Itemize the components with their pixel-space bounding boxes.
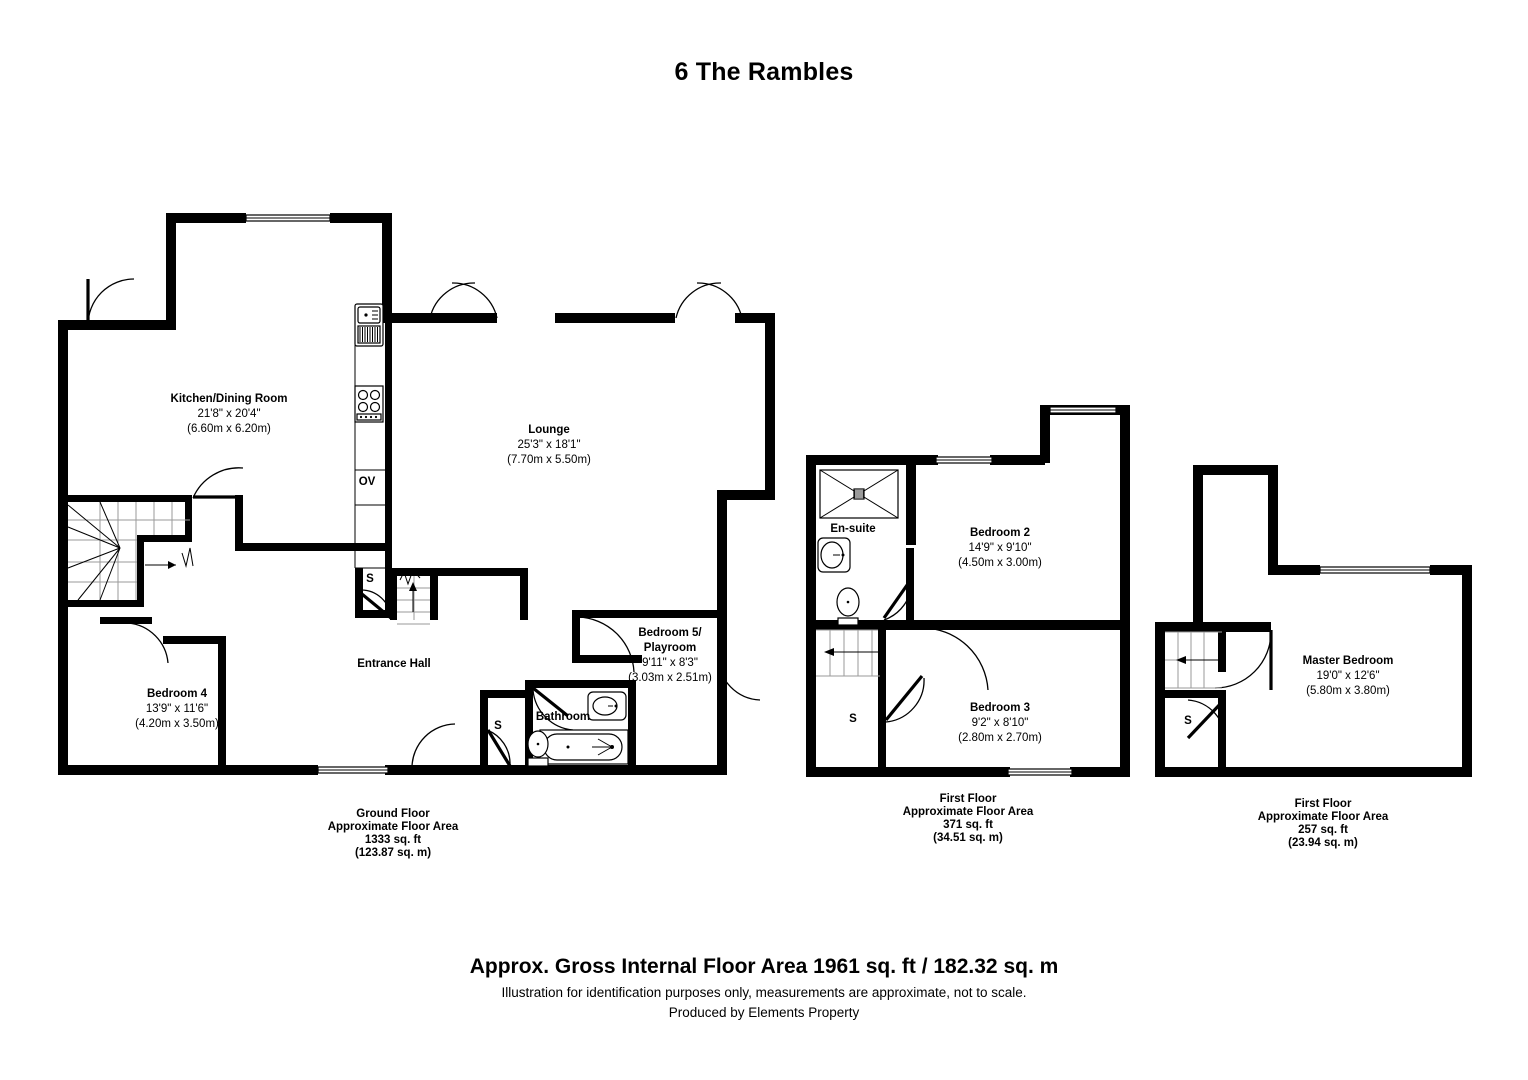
room-label-bedroom2: Bedroom 2 <box>970 527 1030 539</box>
first-floor-right-walls <box>1155 465 1472 777</box>
room-dim-bedroom4-metric: (4.20m x 3.50m) <box>135 718 219 730</box>
tag-store-hall: S <box>366 573 374 585</box>
room-label-bathroom: Bathroom <box>536 711 590 723</box>
washer-drum-icon <box>357 325 381 344</box>
staircase-ground-hall <box>397 569 430 625</box>
room-dim-bedroom2-imperial: 14'9" x 9'10" <box>968 542 1031 554</box>
room-dim-kitchen-metric: (6.60m x 6.20m) <box>187 423 271 435</box>
ensuite-fixtures <box>817 469 899 626</box>
staircase-first-right <box>1165 631 1222 689</box>
room-dim-master-imperial: 19'0" x 12'6" <box>1316 670 1379 682</box>
tag-store-first-left: S <box>849 713 857 725</box>
room-dim-lounge-metric: (7.70m x 5.50m) <box>507 454 591 466</box>
staircase-first-left <box>816 629 880 677</box>
room-dim-bedroom3-imperial: 9'2" x 8'10" <box>972 717 1029 729</box>
ground-floor-walls <box>58 213 775 775</box>
producer-text: Produced by Elements Property <box>668 1005 860 1020</box>
room-label-master-bedroom: Master Bedroom <box>1303 655 1394 667</box>
first-right-area-line1: First Floor <box>1295 798 1352 810</box>
hob-icon <box>354 385 384 423</box>
room-dim-bedroom3-metric: (2.80m x 2.70m) <box>958 732 1042 744</box>
room-label-bedroom5-line2: Playroom <box>644 642 696 654</box>
staircase-ground-winder <box>67 501 194 601</box>
ground-floor-labels: Kitchen/Dining Room 21'8" x 20'4" (6.60m… <box>135 393 712 732</box>
room-label-ensuite: En-suite <box>830 523 875 535</box>
tag-oven: OV <box>359 476 376 488</box>
bathtub-icon <box>539 729 629 765</box>
shower-icon <box>819 469 899 519</box>
bathroom-fixtures <box>527 691 629 767</box>
room-label-entrance-hall: Entrance Hall <box>357 658 431 670</box>
first-floor-right-doors <box>1186 630 1273 743</box>
first-left-area-sqm: (34.51 sq. m) <box>933 832 1003 844</box>
toilet-icon-ensuite <box>836 587 860 626</box>
first-floor-left-area-block: First Floor Approximate Floor Area 371 s… <box>903 793 1034 844</box>
page-title: 6 The Rambles <box>674 58 854 86</box>
first-floor-right-labels: Master Bedroom 19'0" x 12'6" (5.80m x 3.… <box>1184 655 1393 727</box>
room-dim-master-metric: (5.80m x 3.80m) <box>1306 685 1390 697</box>
first-floor-right-plan: Master Bedroom 19'0" x 12'6" (5.80m x 3.… <box>1155 465 1472 849</box>
room-dim-bedroom5-imperial: 9'11" x 8'3" <box>642 657 698 669</box>
first-floor-left-walls <box>806 405 1130 777</box>
ground-floor-plan: Kitchen/Dining Room 21'8" x 20'4" (6.60m… <box>58 213 775 859</box>
ground-area-sqft: 1333 sq. ft <box>365 834 421 846</box>
disclaimer-text: Illustration for identification purposes… <box>501 985 1027 1000</box>
first-floor-left-plan: En-suite Bedroom 2 14'9" x 9'10" (4.50m … <box>806 405 1130 844</box>
room-label-lounge: Lounge <box>528 424 570 436</box>
first-left-area-line2: Approximate Floor Area <box>903 806 1034 818</box>
room-dim-kitchen-imperial: 21'8" x 20'4" <box>197 408 260 420</box>
room-label-kitchen: Kitchen/Dining Room <box>171 393 288 405</box>
first-floor-left-labels: En-suite Bedroom 2 14'9" x 9'10" (4.50m … <box>830 523 1042 744</box>
ground-area-sqm: (123.87 sq. m) <box>355 847 431 859</box>
ground-area-line2: Approximate Floor Area <box>328 821 459 833</box>
ground-floor-doors <box>86 278 761 768</box>
gross-area-text: Approx. Gross Internal Floor Area 1961 s… <box>469 955 1059 978</box>
room-label-bedroom5-line1: Bedroom 5/ <box>638 627 702 639</box>
first-floor-right-windows <box>1319 566 1431 574</box>
sink-icon-ensuite <box>817 537 851 573</box>
kitchen-fixtures <box>354 303 385 569</box>
stair-direction-arrow-left <box>824 648 880 656</box>
stair-direction-arrow <box>145 547 194 569</box>
ground-area-line1: Ground Floor <box>356 808 430 820</box>
room-dim-lounge-imperial: 25'3" x 18'1" <box>517 439 580 451</box>
room-dim-bedroom4-imperial: 13'9" x 11'6" <box>146 703 208 715</box>
toilet-icon <box>527 730 549 767</box>
sink-icon-bathroom <box>587 691 627 721</box>
stair-direction-arrow-hall <box>399 569 421 612</box>
room-label-bedroom3: Bedroom 3 <box>970 702 1030 714</box>
first-right-area-sqft: 257 sq. ft <box>1298 824 1348 836</box>
first-floor-left-doors <box>882 577 989 723</box>
first-left-area-sqft: 371 sq. ft <box>943 819 993 831</box>
ground-floor-area-block: Ground Floor Approximate Floor Area 1333… <box>328 808 459 859</box>
stair-direction-arrow-right <box>1176 656 1222 664</box>
ground-floor-windows <box>245 214 389 774</box>
tag-store-first-right: S <box>1184 715 1192 727</box>
tag-store-bathroom: S <box>494 720 502 732</box>
first-left-area-line1: First Floor <box>940 793 997 805</box>
first-right-area-sqm: (23.94 sq. m) <box>1288 837 1358 849</box>
first-right-area-line2: Approximate Floor Area <box>1258 811 1389 823</box>
first-floor-left-windows <box>935 406 1117 776</box>
room-dim-bedroom5-metric: (3.03m x 2.51m) <box>628 672 712 684</box>
room-label-bedroom4: Bedroom 4 <box>147 688 208 700</box>
first-floor-right-area-block: First Floor Approximate Floor Area 257 s… <box>1258 798 1389 849</box>
room-dim-bedroom2-metric: (4.50m x 3.00m) <box>958 557 1042 569</box>
